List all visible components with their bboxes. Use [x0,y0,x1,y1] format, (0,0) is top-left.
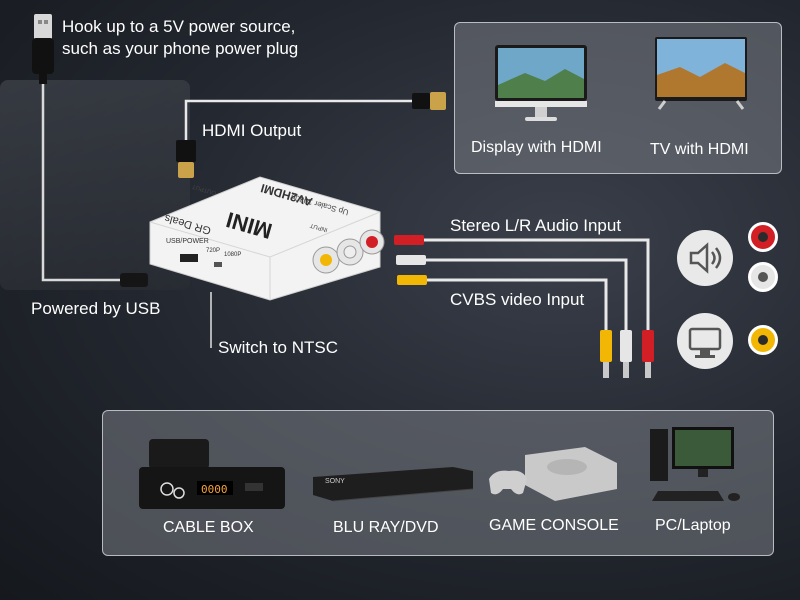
power-source-label: Hook up to a 5V power source, such as yo… [62,16,298,60]
monitor-icon [495,45,587,121]
yellow-jack-icon [748,325,778,355]
hdmi-output-label: HDMI Output [202,121,302,140]
switch-ntsc-label: Switch to NTSC [218,338,338,357]
cable-box-label: CABLE BOX [163,519,254,536]
stereo-input-label: Stereo L/R Audio Input [450,216,622,235]
dvd-player-icon [313,467,474,502]
rca-cables [394,235,654,378]
game-console-icon [489,447,617,501]
powered-usb-label: Powered by USB [31,299,161,318]
cable-box-icon [139,439,285,509]
usb-cable [41,84,148,287]
pc-laptop-label: PC/Laptop [655,517,731,534]
device-720-label: 720P [206,248,221,254]
ntsc-switch[interactable] [214,262,222,267]
usb-plug-icon [32,14,54,84]
sources-panel: 0000 SONY CABLE BOX BLU RAY/DVD GAME CON… [102,410,774,556]
speaker-icon [677,230,733,286]
display-hdmi-label: Display with HDMI [471,139,602,156]
screen-icon [677,313,733,369]
red-jack-icon [748,222,778,252]
white-jack-icon [748,262,778,292]
tv-hdmi-label: TV with HDMI [650,141,749,158]
game-console-label: GAME CONSOLE [489,517,619,534]
power-source-line2: such as your phone power plug [62,39,299,58]
hdmi-cable [176,92,446,178]
cable-box-display: 0000 [201,483,228,496]
switch-leader [210,292,212,348]
cvbs-input-label: CVBS video Input [450,290,585,309]
bluray-dvd-label: BLU RAY/DVD [333,519,439,536]
tv-icon [655,37,747,110]
converter-device: MINI AV2HDMI Up Scaler 1080p GR Deals IN… [140,172,390,302]
pc-icon [650,427,740,501]
displays-panel: Display with HDMI TV with HDMI [454,22,782,174]
dvd-brand: SONY [325,478,345,485]
device-1080-label: 1080P [224,252,242,258]
power-source-line1: Hook up to a 5V power source, [62,17,296,36]
device-usb-label: USB/POWER [166,238,209,245]
